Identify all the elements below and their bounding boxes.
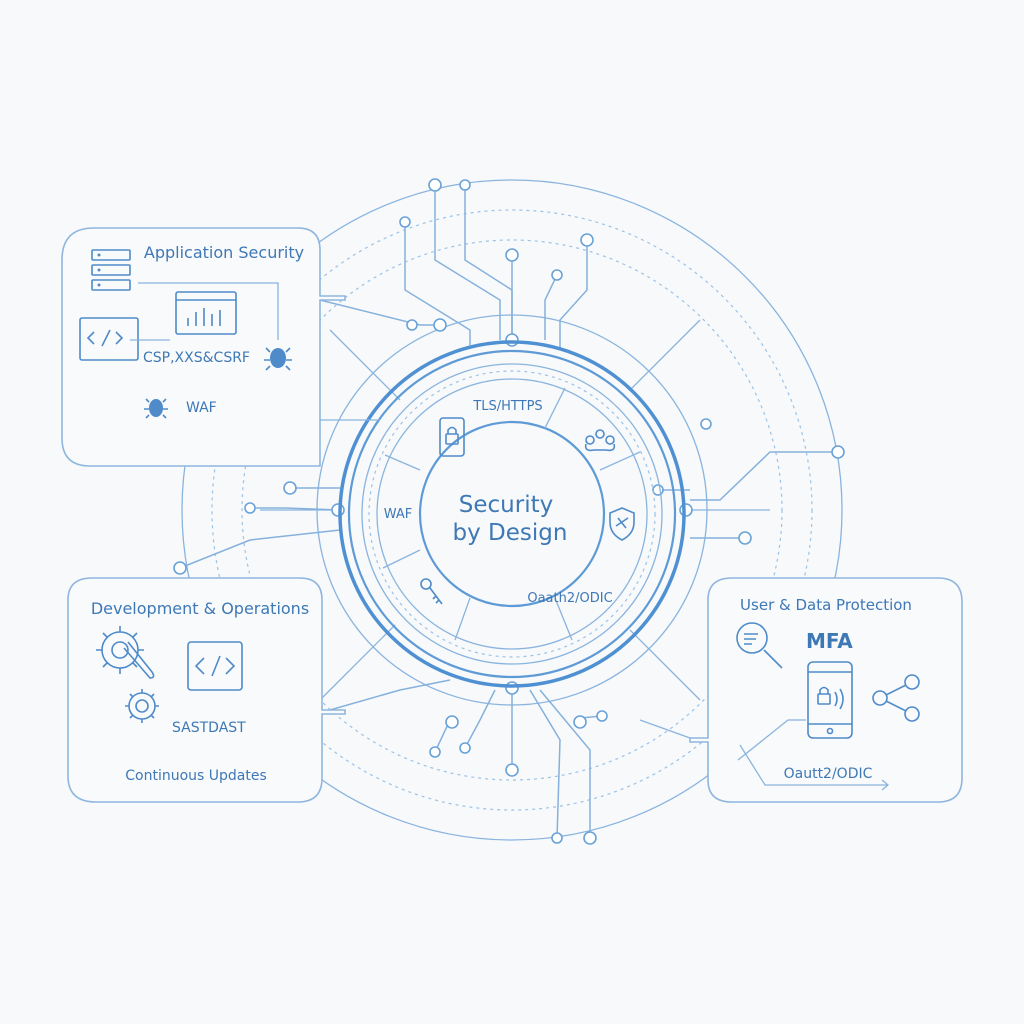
shield-icon <box>609 507 635 541</box>
panel-connectors <box>320 419 691 739</box>
sast-label: SASTDAST <box>172 720 246 736</box>
phone-lock-icon <box>807 661 853 739</box>
center-title-line2: by Design <box>453 520 568 546</box>
center-title: Security by Design <box>453 492 568 546</box>
app-security-title: Application Security <box>144 243 304 262</box>
magnifier-icon <box>736 622 783 669</box>
ring-label-tls: TLS/HTTPS <box>472 399 542 414</box>
center-title-line1: Security <box>459 492 553 518</box>
bug-icon <box>264 347 292 371</box>
share-icon <box>872 674 920 722</box>
waf-label: WAF <box>186 400 217 416</box>
bar-chart-icon <box>175 291 237 335</box>
devops-title: Development & Operations <box>91 599 309 618</box>
ring-label-waf: WAF <box>384 507 413 522</box>
server-rack-icon <box>91 249 131 291</box>
panel-user-data: User & Data Protection MFA Oautt2/ODIC <box>689 577 963 803</box>
main-ring <box>338 340 686 688</box>
oauth-label: Oautt2/ODIC <box>784 766 873 782</box>
code-window-icon <box>79 317 139 361</box>
csp-label: CSP,XXS&CSRF <box>143 350 250 366</box>
mfa-label: MFA <box>806 629 853 653</box>
panel-application-security: Application Security CSP,XXS&CSRF <box>61 227 346 467</box>
code-tag-icon <box>187 641 243 691</box>
lock-phone-icon <box>439 417 465 457</box>
gear-icon <box>125 689 159 723</box>
updates-label: Continuous Updates <box>125 768 267 784</box>
gear-wrench-icon <box>96 626 155 679</box>
panel-dev-ops: Development & Operations SASTDAST Contin… <box>67 577 346 803</box>
circuit-wires <box>179 185 838 839</box>
cloud-network-icon <box>584 429 616 452</box>
ring-label-oauth: Oaath2/ODIC <box>527 591 612 606</box>
circuit-nodes <box>173 178 845 845</box>
key-icon <box>420 578 443 605</box>
bug-icon <box>144 398 168 419</box>
user-data-title: User & Data Protection <box>740 596 912 614</box>
